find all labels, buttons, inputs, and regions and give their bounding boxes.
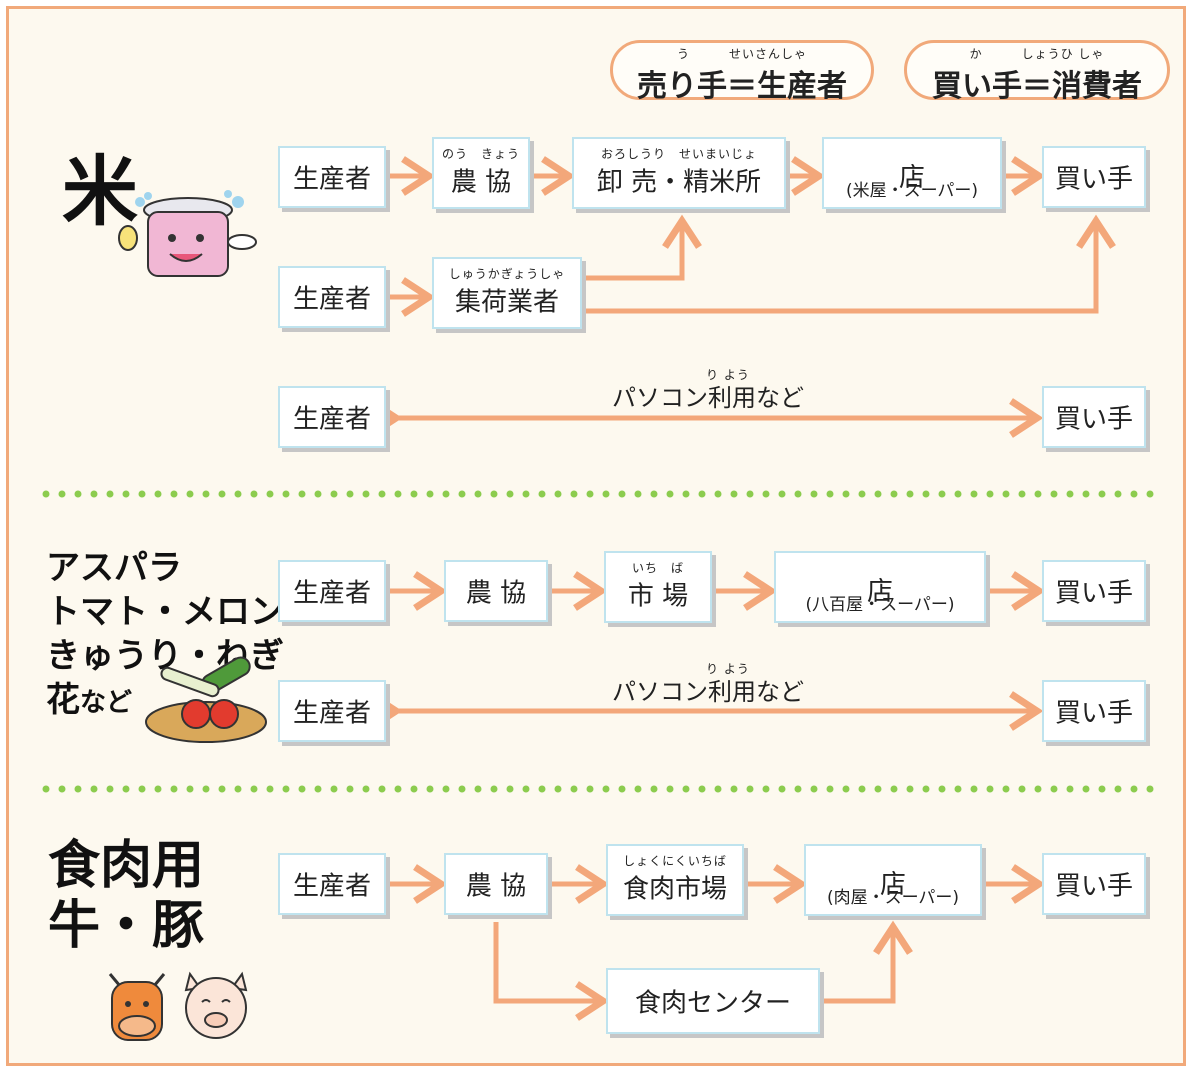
veg-producer-box: 生産者 (278, 560, 386, 622)
rice-direct-label: パソコン利用など (612, 384, 804, 412)
legend-seller-text: 売り手＝生産者 (637, 69, 847, 104)
meat-nokyo-box: 農 協 (444, 853, 548, 915)
veg-label-line-2: トマト・メロン (46, 592, 284, 632)
meat-label-line-2: 牛・豚 (48, 895, 205, 956)
veg2-producer-label: 生産者 (292, 698, 371, 729)
meat-shop-box: 店 (肉屋・スーパー) (804, 844, 982, 916)
meat-label-line-1: 食肉用 (48, 835, 205, 896)
arrow-collector-wholesale (586, 214, 702, 281)
meat-center-label: 食肉センター (634, 988, 791, 1019)
veg-market-label: 市 場 (627, 581, 689, 612)
rice-collector-ruby: しゅうかぎょうしゃ (448, 267, 566, 281)
veg-buyer-label: 買い手 (1054, 578, 1133, 609)
meat-buyer-label: 買い手 (1054, 871, 1133, 902)
veg-label: アスパラ トマト・メロン きゅうり・ねぎ 花など (46, 546, 284, 725)
cow-face-icon (108, 973, 166, 1041)
rice-collector-label: 集荷業者 (454, 287, 559, 318)
veg-producer-label: 生産者 (292, 578, 371, 609)
meat-label: 食肉用 牛・豚 (48, 836, 204, 956)
rice2-producer-label: 生産者 (292, 284, 371, 315)
rice-shop-box: 店 (米屋・スーパー) (822, 137, 1002, 209)
legend-buyer-ruby: か しょうひ しゃ (969, 47, 1105, 61)
rice-nokyo-label: 農 協 (450, 167, 512, 198)
rice-producer-box: 生産者 (278, 146, 386, 208)
arrow-center-shop (824, 920, 913, 1004)
rice3-producer-label: 生産者 (292, 404, 371, 435)
veg-nokyo-box: 農 協 (444, 560, 548, 622)
rice-wholesale-label: 卸 売・精米所 (596, 167, 762, 198)
veg-direct-label: パソコン利用など (612, 678, 804, 706)
veg-shop-box: 店 (八百屋・スーパー) (774, 551, 986, 623)
rice-shop-label: 店 (898, 162, 925, 193)
rice-collector-box: しゅうかぎょうしゃ 集荷業者 (432, 257, 582, 329)
legend-buyer-text: 買い手＝消費者 (932, 69, 1142, 104)
veg2-producer-box: 生産者 (278, 680, 386, 742)
veg-shop-sublabel: (八百屋・スーパー) (805, 595, 955, 615)
rice-shop-sublabel: (米屋・スーパー) (845, 181, 979, 201)
meat-producer-label: 生産者 (292, 871, 371, 902)
veg-market-box: いち ば 市 場 (604, 551, 712, 623)
rice-wholesale-box: おろしうり せいまいじょ 卸 売・精米所 (572, 137, 786, 209)
rice-cooker-icon (118, 190, 257, 277)
veg-buyer-box: 買い手 (1042, 560, 1146, 622)
rice-nokyo-box: のう きょう 農 協 (432, 137, 530, 209)
rice-buyer-box: 買い手 (1042, 146, 1146, 208)
rice-buyer-label: 買い手 (1054, 164, 1133, 195)
veg-market-ruby: いち ば (631, 561, 684, 575)
meat-shop-sublabel: (肉屋・スーパー) (826, 888, 960, 908)
arrow-nokyo-center (493, 922, 610, 1021)
rice-producer-label: 生産者 (292, 164, 371, 195)
rice3-producer-box: 生産者 (278, 386, 386, 448)
veg-label-line-4-wrap: 花など (46, 678, 284, 725)
rice-nokyo-ruby: のう きょう (441, 147, 520, 161)
legend-seller-ruby: う せいさんしゃ (676, 47, 807, 61)
veg-label-line-1: アスパラ (46, 548, 182, 588)
meat-nokyo-label: 農 協 (465, 871, 527, 902)
veg-label-line-4: 花 (46, 680, 80, 720)
rice3-buyer-label: 買い手 (1054, 404, 1133, 435)
rice3-buyer-box: 買い手 (1042, 386, 1146, 448)
veg2-buyer-label: 買い手 (1054, 698, 1133, 729)
rice-wholesale-ruby: おろしうり せいまいじょ (600, 147, 757, 161)
meat-producer-box: 生産者 (278, 853, 386, 915)
legend-seller: う せいさんしゃ 売り手＝生産者 (610, 40, 874, 104)
meat-shop-label: 店 (879, 869, 906, 900)
veg-label-suffix: など (80, 688, 133, 718)
meat-market-box: しょくにくいちば 食肉市場 (606, 844, 744, 916)
vegetable-basket-icon (145, 656, 267, 743)
veg-direct-ruby: り よう (706, 662, 750, 676)
meat-market-label: 食肉市場 (622, 874, 727, 905)
legend-buyer: か しょうひ しゃ 買い手＝消費者 (904, 40, 1170, 104)
meat-center-box: 食肉センター (606, 968, 820, 1034)
meat-buyer-box: 買い手 (1042, 853, 1146, 915)
veg-nokyo-label: 農 協 (465, 578, 527, 609)
veg-shop-label: 店 (866, 576, 893, 607)
veg2-buyer-box: 買い手 (1042, 680, 1146, 742)
rice-direct-ruby: り よう (706, 368, 750, 382)
meat-market-ruby: しょくにくいちば (623, 854, 727, 868)
rice2-producer-box: 生産者 (278, 266, 386, 328)
pig-face-icon (184, 971, 248, 1039)
rice-label: 米 (62, 147, 138, 236)
arrow-collector-buyer (586, 214, 1116, 314)
